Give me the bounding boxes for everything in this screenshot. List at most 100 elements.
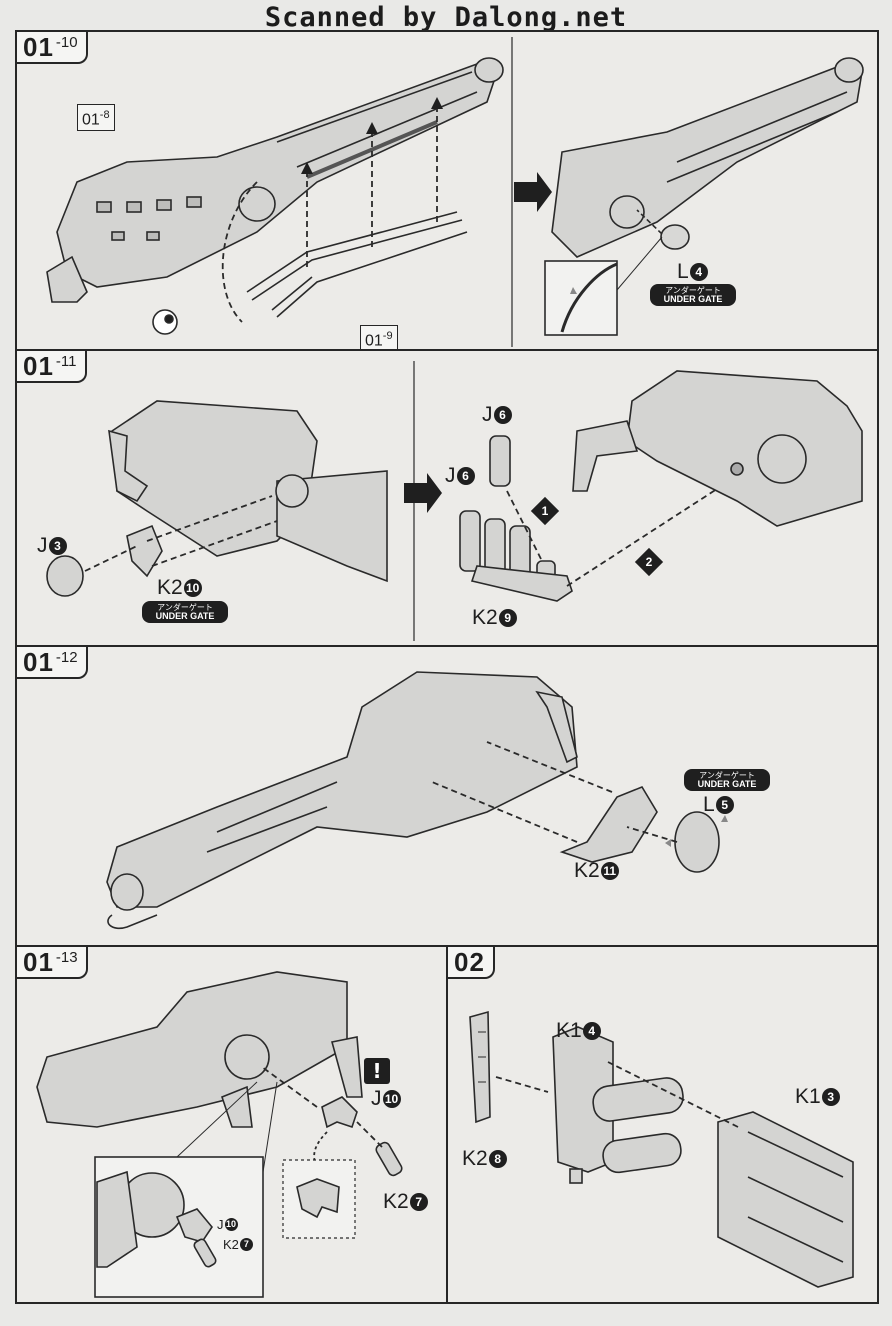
part-letter: K1 <box>795 1085 821 1108</box>
part-number-badge: 3 <box>48 537 67 555</box>
step-sub-number: -11 <box>55 353 77 370</box>
part-letter: K2 <box>472 606 498 629</box>
part-number-badge: 6 <box>493 406 512 424</box>
step-panel-01-11: 01 -11 <box>15 349 879 647</box>
step-01-10-illustration <box>46 37 864 347</box>
order-number: 1 <box>541 504 549 518</box>
step-sub-number: -10 <box>55 34 78 51</box>
part-number-badge: 10 <box>382 1090 401 1108</box>
part-number-badge: 11 <box>600 862 619 880</box>
part-letter: K2 <box>574 859 600 882</box>
grip-part-k1-4 <box>552 1026 684 1184</box>
cap-part-l4 <box>660 224 690 250</box>
reference-label-01-8: 01-8 <box>77 104 115 132</box>
next-arrow <box>404 473 442 513</box>
step-sub-number: -13 <box>55 949 78 966</box>
part-letter: K2 <box>462 1147 488 1170</box>
rifle-breech-body <box>36 971 363 1128</box>
under-gate-en: UNDER GATE <box>697 779 757 789</box>
right-assembly-body <box>572 370 863 527</box>
frame-part-k1-3 <box>717 1111 854 1288</box>
part-number-badge: 3 <box>821 1088 840 1106</box>
pin-part-k2-7 <box>375 1141 403 1177</box>
step-sub-number: -12 <box>55 649 78 666</box>
part-letter: K2 <box>157 576 183 599</box>
part-letter: K1 <box>556 1019 582 1042</box>
order-marker-2: 2 <box>634 547 664 577</box>
plate-part-k2-8 <box>469 1010 491 1124</box>
gate-markers <box>665 815 728 847</box>
assembly-guide-arrows-right <box>506 475 738 587</box>
assembly-guide-arrows <box>221 107 438 323</box>
rifle-barrel-assembly-left <box>46 63 498 303</box>
part-number-badge: 7 <box>409 1193 428 1211</box>
part-letter: J <box>371 1087 382 1110</box>
step-01-11-illustration <box>46 361 863 641</box>
part-letter: J <box>482 403 493 426</box>
assembly-guide-arrows <box>84 495 278 572</box>
part-letter: K2 <box>223 1237 239 1252</box>
under-gate-badge: アンダーゲート UNDER GATE <box>650 284 736 306</box>
sprue-holder-k2-9 <box>470 565 573 602</box>
part-letter: J <box>217 1217 224 1232</box>
under-gate-jp: アンダーゲート <box>665 286 721 295</box>
part-number-badge: 10 <box>224 1218 238 1231</box>
step-main-number: 02 <box>454 947 485 977</box>
part-number-badge: 5 <box>715 796 734 814</box>
step-main-number: 01 <box>23 647 54 677</box>
gate-detail-box <box>544 260 618 336</box>
bracket-part-j10 <box>321 1096 358 1129</box>
part-number-badge: 9 <box>498 609 517 627</box>
ref-main: 01 <box>365 332 383 350</box>
step-main-number: 01 <box>23 32 54 62</box>
gate-marker <box>570 287 577 294</box>
ref-main: 01 <box>82 111 100 129</box>
under-gate-badge: アンダーゲート UNDER GATE <box>142 601 228 623</box>
step-number-tag: 01 -13 <box>17 947 88 979</box>
under-gate-en: UNDER GATE <box>663 294 723 304</box>
part-number-badge: 8 <box>488 1150 507 1168</box>
under-gate-jp: アンダーゲート <box>699 771 755 780</box>
cap-guide <box>636 209 663 235</box>
rod-part-01-9 <box>246 211 468 318</box>
left-assembly-body <box>108 400 388 583</box>
step-number-tag: 01 -11 <box>17 351 87 383</box>
ref-sub: -8 <box>99 109 110 121</box>
part-letter: J <box>445 464 456 487</box>
under-gate-jp: アンダーゲート <box>157 603 213 612</box>
assembly-guide-arrows <box>431 741 678 843</box>
order-number: 2 <box>645 555 653 569</box>
part-letter: K2 <box>383 1190 409 1213</box>
breech-part-k2-11 <box>559 786 658 863</box>
plate-details <box>478 1031 486 1083</box>
next-arrow <box>514 172 552 212</box>
part-number-badge: 10 <box>183 579 202 597</box>
order-marker-1: 1 <box>530 496 560 526</box>
caution-icon: ! <box>364 1058 390 1084</box>
rifle-assembly-body <box>106 671 578 930</box>
part-letter: L <box>677 260 689 283</box>
reference-label-01-9: 01-9 <box>360 325 398 350</box>
detail-assembly-view <box>96 1170 217 1268</box>
under-gate-badge: アンダーゲート UNDER GATE <box>684 769 770 791</box>
step-number-tag: 01 -10 <box>17 32 88 64</box>
detail-callout-line-a <box>176 1081 258 1158</box>
hole-detail-icon <box>152 309 178 335</box>
under-gate-en: UNDER GATE <box>155 611 215 621</box>
detail-callout-line-b <box>262 1081 278 1173</box>
step-01-12-illustration <box>106 671 728 930</box>
watermark: Scanned by Dalong.net <box>264 2 628 33</box>
